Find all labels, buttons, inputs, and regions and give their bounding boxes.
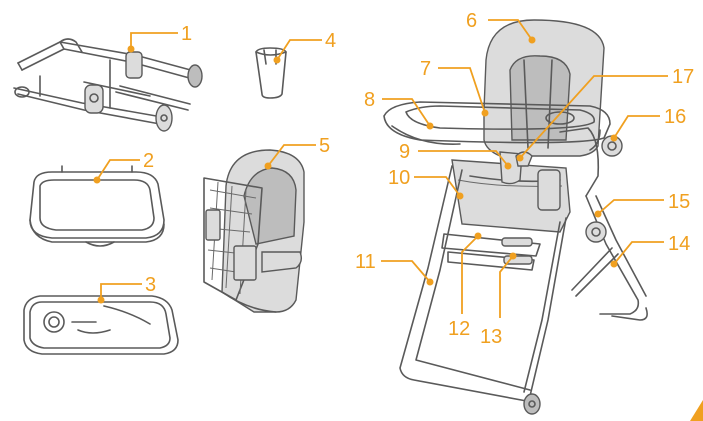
leader-6	[488, 19, 533, 41]
callout-numbers: 1 2 3 4 5 6 7 8 9 10 11 12 13 14 15 16 1…	[143, 10, 694, 348]
seat-unit-illustration	[203, 149, 305, 313]
leader-17	[519, 75, 668, 159]
callout-11: 11	[355, 251, 376, 273]
leader-5	[267, 144, 316, 167]
leader-3-dot	[97, 296, 105, 304]
base-frame-illustration	[13, 38, 203, 132]
leader-5-dot	[264, 162, 272, 170]
callout-2: 2	[143, 150, 154, 172]
leader-16	[613, 115, 660, 139]
callout-16: 16	[664, 106, 686, 128]
callout-7: 7	[420, 58, 431, 80]
leader-15	[597, 199, 664, 215]
leader-1	[130, 32, 178, 49]
callout-8: 8	[364, 89, 375, 111]
leader-4	[276, 39, 322, 61]
leader-6-dot	[528, 36, 536, 44]
leader-16-dot	[610, 134, 618, 142]
leader-11	[381, 260, 431, 283]
corner-page-tab	[690, 400, 703, 421]
leader-2-dot	[93, 176, 101, 184]
high-chair-illustration	[383, 19, 648, 415]
tray-insert-illustration	[29, 165, 165, 247]
callout-9: 9	[399, 141, 410, 163]
callout-14: 14	[668, 233, 690, 255]
callout-1: 1	[181, 23, 192, 45]
leader-11-dot	[426, 278, 434, 286]
leader-9-dot	[504, 162, 512, 170]
leader-12	[461, 235, 479, 314]
leader-13-dot	[509, 252, 517, 260]
leader-12-dot	[474, 232, 482, 240]
leader-15-dot	[594, 210, 602, 218]
leader-1-dot	[127, 45, 135, 53]
leader-4-dot	[273, 56, 281, 64]
callout-4: 4	[325, 30, 336, 52]
leader-10-dot	[456, 192, 464, 200]
callout-12: 12	[448, 318, 470, 340]
callout-leaders	[93, 19, 703, 421]
leader-8	[382, 98, 431, 127]
callout-13: 13	[480, 326, 502, 348]
leader-7-dot	[481, 109, 489, 117]
callout-10: 10	[388, 167, 410, 189]
leader-3	[100, 283, 142, 300]
leader-8-dot	[426, 122, 434, 130]
leader-14	[613, 241, 664, 265]
callout-5: 5	[319, 135, 330, 157]
leader-17-dot	[516, 154, 524, 162]
tray-illustration	[23, 295, 179, 355]
leader-14-dot	[610, 260, 618, 268]
leader-13	[499, 255, 514, 318]
callout-15: 15	[668, 191, 690, 213]
leader-9	[418, 150, 509, 167]
leader-7	[438, 67, 486, 114]
leader-2	[96, 159, 140, 181]
crotch-post-illustration	[255, 47, 287, 99]
leader-10	[414, 176, 461, 197]
callout-6: 6	[466, 10, 477, 32]
callout-17: 17	[672, 66, 694, 88]
callout-3: 3	[145, 274, 156, 296]
